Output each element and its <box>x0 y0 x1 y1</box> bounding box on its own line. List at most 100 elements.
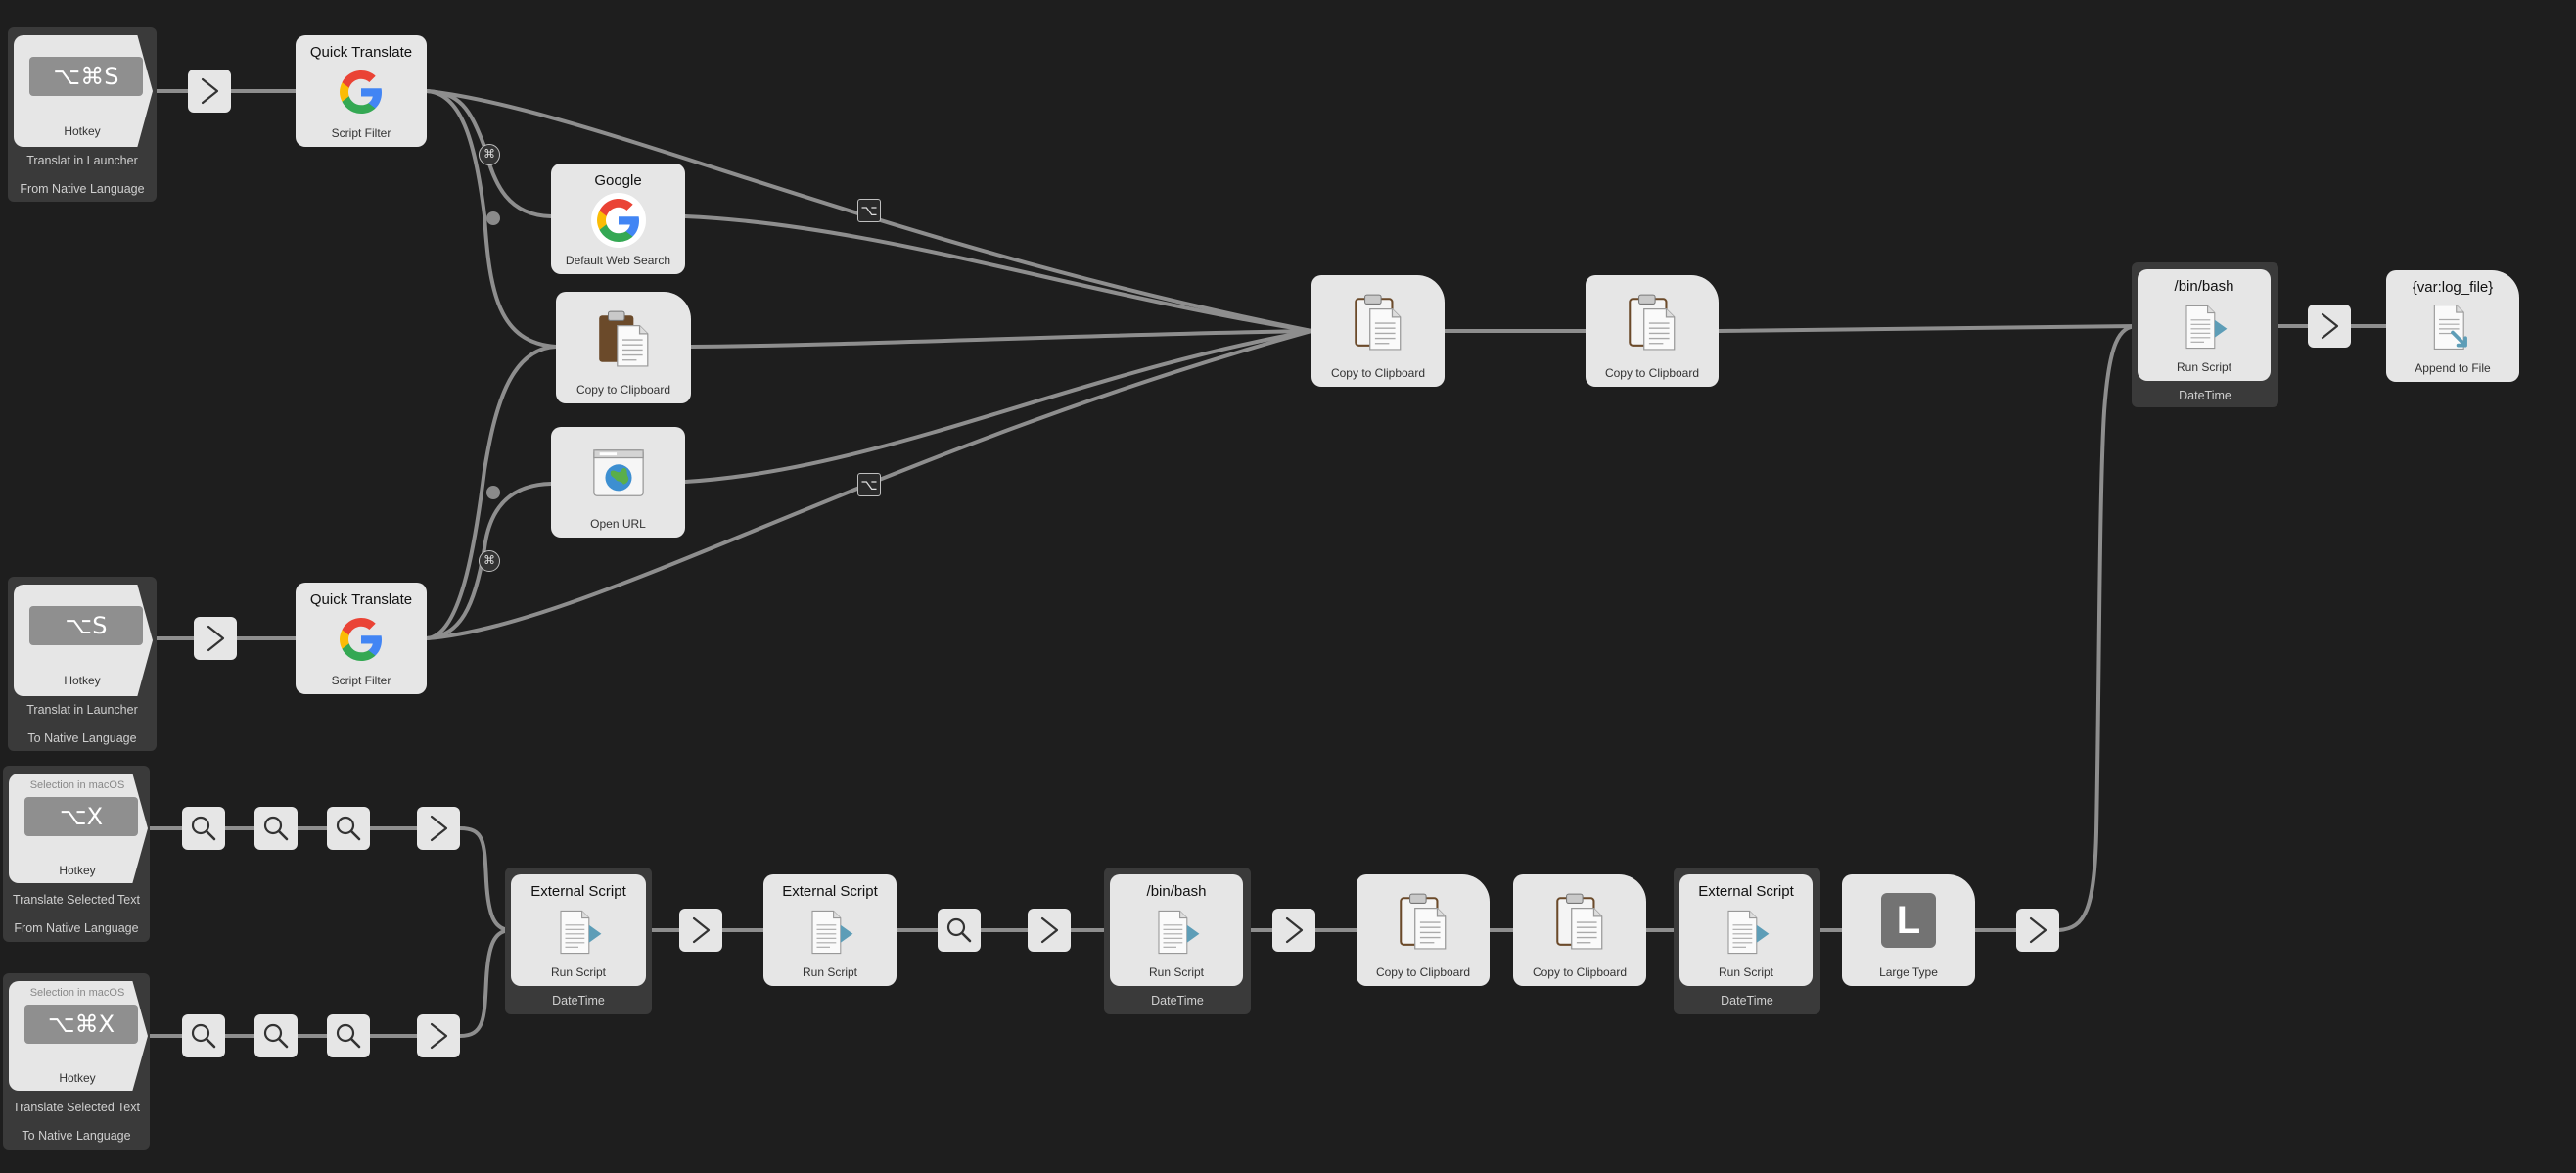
run-script-node[interactable]: External Script Run Script <box>511 874 646 986</box>
arrow-icon <box>2308 305 2351 348</box>
node-subtitle: Run Script <box>1718 965 1774 979</box>
magnifier-utility[interactable] <box>254 1014 298 1057</box>
node-subtitle: Copy to Clipboard <box>1604 366 1700 380</box>
script-icon <box>804 906 856 959</box>
arrow-utility[interactable] <box>188 70 231 113</box>
option-modifier-badge[interactable]: ⌥ <box>857 199 881 222</box>
append-file-icon <box>2425 300 2480 354</box>
node-subtitle: Append to File <box>2415 361 2491 375</box>
magnifier-icon <box>254 807 298 850</box>
arrow-icon <box>1272 909 1315 952</box>
hotkey-label: Hotkey <box>59 1071 96 1085</box>
hotkey-keys: ⌥⌘S <box>29 57 143 96</box>
magnifier-utility[interactable] <box>938 909 981 952</box>
magnifier-icon <box>938 909 981 952</box>
arrow-icon <box>679 909 722 952</box>
copy-to-clipboard-node[interactable]: Copy to Clipboard <box>1586 275 1719 387</box>
magnifier-icon <box>182 1014 225 1057</box>
hotkey-caption: To Native Language <box>27 731 137 745</box>
hotkey-caption: From Native Language <box>14 921 139 935</box>
hotkey-node[interactable]: ⌥⌘S Hotkey <box>14 35 153 147</box>
node-title: /bin/bash <box>1146 883 1207 900</box>
hotkey-node[interactable]: ⌥S Hotkey <box>14 585 153 696</box>
arrow-icon <box>1028 909 1071 952</box>
copy-to-clipboard-node[interactable]: Copy to Clipboard <box>1513 874 1646 986</box>
magnifier-utility[interactable] <box>327 807 370 850</box>
copy-to-clipboard-node[interactable]: Copy to Clipboard <box>1311 275 1445 387</box>
large-type-node[interactable]: L Large Type <box>1842 874 1975 986</box>
node-title: Quick Translate <box>309 44 413 61</box>
script-icon <box>1150 906 1203 959</box>
hotkey-label: Hotkey <box>64 124 101 138</box>
hotkey-node[interactable]: Selection in macOS ⌥⌘X Hotkey <box>9 981 148 1091</box>
hotkey-caption: Translat in Launcher <box>26 703 138 717</box>
google-badge <box>590 193 646 248</box>
node-subtitle: Script Filter <box>331 126 391 140</box>
clipboard-icon <box>1348 291 1408 352</box>
hotkey-caption: To Native Language <box>22 1129 131 1143</box>
arrow-utility[interactable] <box>679 909 722 952</box>
node-subtitle: Run Script <box>1148 965 1205 979</box>
run-script-node[interactable]: /bin/bash Run Script <box>2138 269 2271 381</box>
script-filter-node[interactable]: Quick Translate Script Filter <box>296 583 427 694</box>
node-title: External Script <box>1698 883 1794 900</box>
clipboard-icon <box>593 307 654 368</box>
node-caption: DateTime <box>552 994 605 1008</box>
script-icon <box>1720 906 1772 959</box>
arrow-utility[interactable] <box>1272 909 1315 952</box>
magnifier-icon <box>254 1014 298 1057</box>
google-icon <box>591 193 646 248</box>
arrow-utility[interactable] <box>417 807 460 850</box>
magnifier-utility[interactable] <box>182 1014 225 1057</box>
arrow-utility[interactable] <box>194 617 237 660</box>
large-type-icon: L <box>1881 893 1936 948</box>
arrow-icon <box>2016 909 2059 952</box>
node-title: {var:log_file} <box>2412 279 2494 296</box>
node-subtitle: Run Script <box>2176 360 2232 374</box>
magnifier-icon <box>182 807 225 850</box>
copy-to-clipboard-node[interactable]: Copy to Clipboard <box>556 292 691 403</box>
copy-to-clipboard-node[interactable]: Copy to Clipboard <box>1357 874 1490 986</box>
node-title: /bin/bash <box>2174 278 2234 295</box>
cmd-modifier-badge[interactable]: ⌘ <box>479 144 500 165</box>
hotkey-caption: Translate Selected Text <box>13 1101 140 1114</box>
run-script-node[interactable]: External Script Run Script <box>763 874 897 986</box>
google-icon <box>334 65 389 119</box>
hotkey-keys: ⌥X <box>24 797 138 836</box>
option-modifier-badge[interactable]: ⌥ <box>857 473 881 496</box>
open-url-node[interactable]: Open URL <box>551 427 685 538</box>
run-script-node[interactable]: External Script Run Script <box>1679 874 1813 986</box>
web-search-node[interactable]: Google Default Web Search <box>551 164 685 274</box>
hotkey-keys: ⌥⌘X <box>24 1005 138 1044</box>
hotkey-caption: Translate Selected Text <box>13 893 140 907</box>
magnifier-utility[interactable] <box>182 807 225 850</box>
hotkey-node[interactable]: Selection in macOS ⌥X Hotkey <box>9 774 148 883</box>
node-subtitle: Open URL <box>590 517 646 531</box>
magnifier-utility[interactable] <box>327 1014 370 1057</box>
script-icon <box>552 906 605 959</box>
hotkey-label: Hotkey <box>59 864 96 877</box>
arrow-icon <box>417 1014 460 1057</box>
node-caption: DateTime <box>2179 389 2231 402</box>
cmd-modifier-badge[interactable]: ⌘ <box>479 550 500 572</box>
magnifier-utility[interactable] <box>254 807 298 850</box>
node-subtitle: Run Script <box>550 965 607 979</box>
google-icon <box>334 612 389 667</box>
append-to-file-node[interactable]: {var:log_file} Append to File <box>2386 270 2519 382</box>
arrow-icon <box>417 807 460 850</box>
arrow-utility[interactable] <box>1028 909 1071 952</box>
script-filter-node[interactable]: Quick Translate Script Filter <box>296 35 427 147</box>
junction-dot <box>486 486 500 499</box>
node-caption: DateTime <box>1151 994 1204 1008</box>
hotkey-caption: From Native Language <box>20 182 145 196</box>
arrow-utility[interactable] <box>417 1014 460 1057</box>
node-subtitle: Script Filter <box>331 674 391 687</box>
hotkey-label: Hotkey <box>64 674 101 687</box>
arrow-utility[interactable] <box>2308 305 2351 348</box>
arrow-utility[interactable] <box>2016 909 2059 952</box>
node-title: External Script <box>530 883 626 900</box>
run-script-node[interactable]: /bin/bash Run Script <box>1110 874 1243 986</box>
clipboard-icon <box>1549 890 1610 951</box>
clipboard-icon <box>1393 890 1453 951</box>
